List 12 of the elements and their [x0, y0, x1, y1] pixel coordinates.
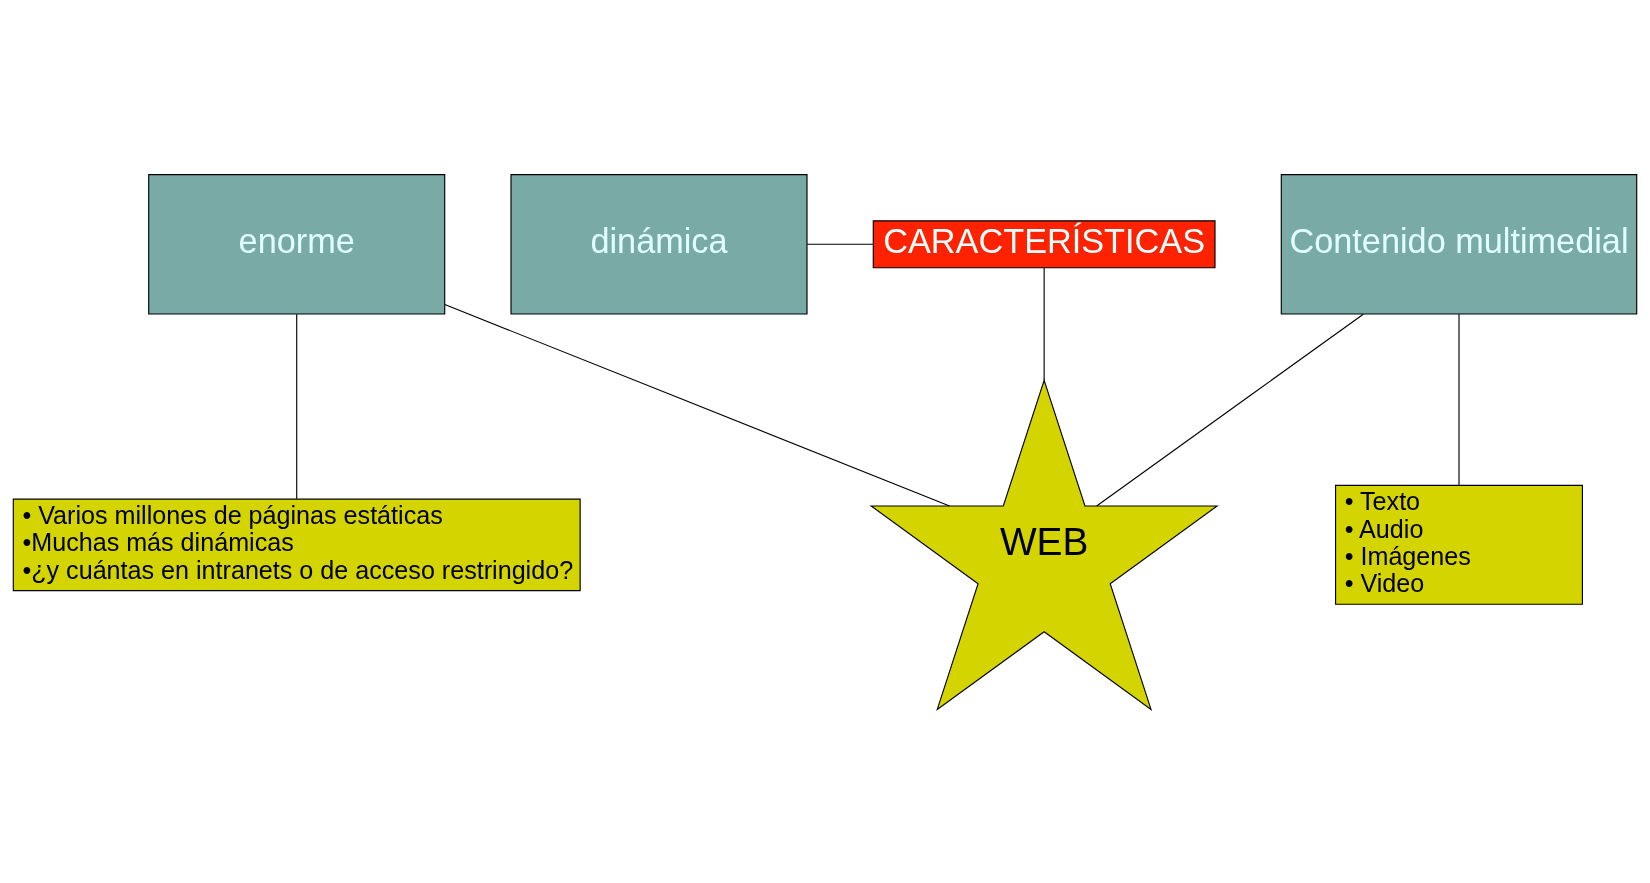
node-box: dinámica: [510, 173, 808, 315]
node-box: • Varios millones de páginas estáticas •Muchas más dinámicas •¿y cuántas en intranets o de acceso restringido?: [12, 498, 581, 591]
node-box: Contenido multimedial: [1280, 173, 1638, 315]
connector: [296, 313, 298, 499]
connector: [1096, 313, 1364, 507]
node-box: CARACTERÍSTICAS: [872, 219, 1216, 268]
node-box: • Texto • Audio • Imágenes • Video: [1335, 484, 1583, 605]
connector: [1458, 313, 1460, 486]
connector: [444, 303, 951, 507]
connector: [806, 243, 874, 245]
connector: [1043, 266, 1045, 381]
node-box: enorme: [148, 173, 446, 315]
